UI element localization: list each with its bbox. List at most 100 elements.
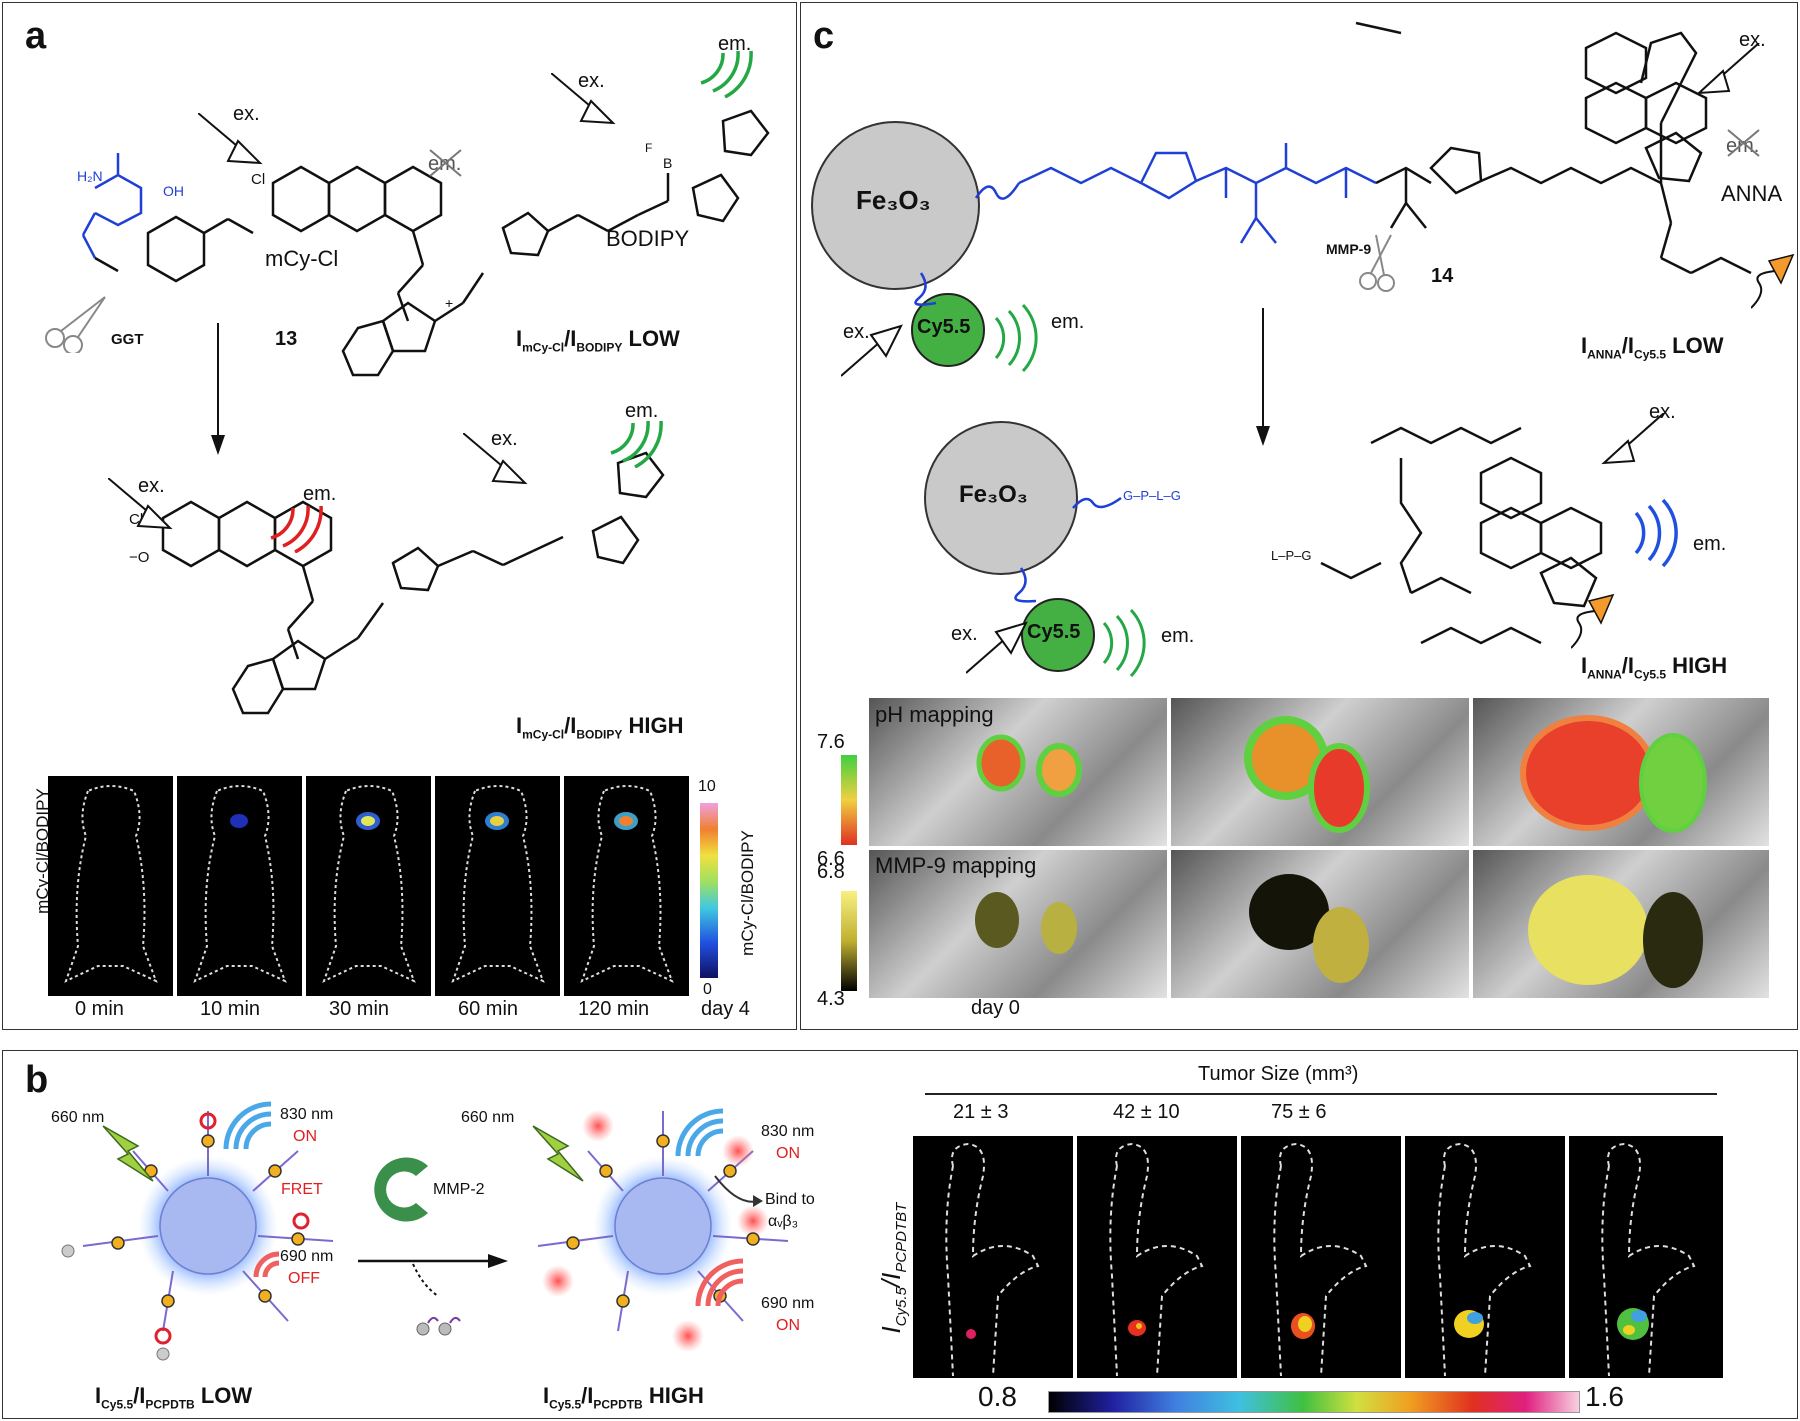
- ph-map-frame-0: [869, 698, 1167, 846]
- mouse-frame: [48, 776, 173, 996]
- reaction-arrow-b: [358, 1254, 508, 1297]
- reaction-arrow-c: [1256, 308, 1270, 446]
- on-label-3: ON: [776, 1317, 800, 1334]
- tumor-size-header: Tumor Size (mm³): [1198, 1063, 1359, 1085]
- mouse-frame: [1077, 1136, 1237, 1378]
- mouse-frame: [1569, 1136, 1723, 1378]
- mouse-frame: [1241, 1136, 1401, 1378]
- compound-14-label: 14: [1431, 265, 1454, 287]
- colorbar-a-label: mCy-Cl/BODIPY: [738, 830, 757, 956]
- ex-label-c3: ex.: [951, 623, 978, 645]
- time-label-1: 10 min: [200, 998, 261, 1020]
- bind-to-label: Bind to: [765, 1191, 815, 1208]
- product-structure-c: [1320, 426, 1603, 645]
- emission-830-icon-2: [675, 1108, 724, 1157]
- imaging-strip-b: [913, 1136, 1723, 1378]
- lpg-label: L–P–G: [1271, 548, 1312, 563]
- green-emission-waves-2: [610, 420, 663, 468]
- colorbar-a-min: 0: [703, 981, 712, 998]
- emission-690-icon-1: [253, 1251, 280, 1278]
- plus-label: +: [445, 295, 454, 311]
- quench-cross-icon-c: [1727, 129, 1760, 157]
- day-0-label: day 0: [971, 997, 1020, 1019]
- anna-label: ANNA: [1721, 181, 1783, 206]
- nanoparticle-low: [61, 1111, 334, 1361]
- ratio-high-a: ImCy-Cl/IBODIPY HIGH: [516, 713, 684, 742]
- blue-emission-waves: [1634, 498, 1678, 568]
- ex-label-1: ex.: [233, 103, 260, 125]
- oh-label: OH: [163, 183, 184, 199]
- panel-a-letter: a: [25, 15, 47, 57]
- nanoparticle-high: [537, 1110, 789, 1352]
- colorbar-a: [700, 803, 718, 978]
- cy55-label-top: Cy5.5: [917, 316, 971, 338]
- em-label-c4: em.: [1693, 533, 1727, 555]
- ex-label-4: ex.: [491, 428, 518, 450]
- linker-top: [914, 21, 1752, 306]
- f-label: F: [645, 141, 653, 155]
- ex-label-c4: ex.: [1649, 401, 1676, 423]
- ratio-low-c: IANNA/ICy5.5 LOW: [1581, 333, 1724, 362]
- ex-arrow-4: [463, 433, 528, 485]
- tumor-size-0: 21 ± 3: [953, 1101, 1009, 1123]
- fe3o3-nanoparticle-top: [811, 121, 980, 290]
- ex-arrow-2: [551, 73, 616, 125]
- product-structure-a: [161, 451, 665, 715]
- mcy-cl-label: mCy-Cl: [265, 246, 339, 271]
- panel-a: a: [2, 2, 797, 1030]
- avb3-label: αᵥβ₃: [768, 1213, 799, 1230]
- mmp9-map-frame-1: [1171, 850, 1469, 998]
- scissors-icon-mmp9: [1359, 234, 1395, 292]
- linker-bottom: [1014, 496, 1122, 603]
- cy55-label-bottom: Cy5.5: [1027, 621, 1081, 643]
- bind-arrow-icon: [714, 1175, 763, 1207]
- scissors-icon-ggt: [45, 296, 106, 353]
- compound-13-label: 13: [275, 328, 298, 350]
- panel-c: c Fe₃O₃ Cy5.5: [800, 2, 1798, 1030]
- ex-arrow-c1: [1696, 43, 1760, 95]
- ph-colorbar-max: 7.6: [817, 731, 845, 753]
- fret-label: FRET: [281, 1181, 323, 1198]
- b-label: B: [663, 155, 673, 171]
- nm660-label-2: 660 nm: [461, 1109, 515, 1126]
- quench-cross-icon: [429, 149, 462, 177]
- nh2-label: H₂N: [77, 168, 103, 184]
- cleaved-fragments-icon: [416, 1317, 461, 1336]
- nm830-label-1: 830 nm: [280, 1106, 334, 1123]
- mmp2-enzyme-icon: [374, 1157, 428, 1222]
- ex-arrow-1: [198, 113, 263, 165]
- nm690-label-2: 690 nm: [761, 1295, 815, 1312]
- scale-b-max: 1.6: [1585, 1381, 1624, 1412]
- ph-mapping-title: pH mapping: [875, 702, 994, 727]
- ex-arrow-3: [108, 478, 173, 530]
- bodipy-label: BODIPY: [606, 226, 690, 251]
- mouse-frame: [1405, 1136, 1565, 1378]
- mouse-frame: [177, 776, 302, 996]
- ph-colorbar: [841, 755, 857, 845]
- mmp9-map-frame-0: [869, 850, 1167, 998]
- mouse-frame: [913, 1136, 1073, 1378]
- nm830-label-2: 830 nm: [761, 1123, 815, 1140]
- imaging-strip-a: [48, 776, 693, 996]
- cl-label-top: Cl: [251, 171, 266, 188]
- em-label-green-bottom: em.: [625, 400, 659, 422]
- em-label-red: em.: [303, 483, 337, 505]
- mmp9-colorbar: [841, 891, 857, 991]
- cy55-dot-bottom: [1021, 598, 1095, 672]
- time-label-day4: day 4: [701, 998, 750, 1020]
- mouse-frame: [564, 776, 689, 996]
- emission-830-icon-1: [223, 1101, 272, 1150]
- ph-colorbar-min: 6.6: [817, 848, 845, 870]
- ggt-label: GGT: [111, 331, 144, 348]
- fe3o3-nanoparticle-bottom: [924, 421, 1078, 575]
- ex-arrow-c3: [966, 621, 1028, 674]
- o-minus-label: −O: [129, 549, 150, 566]
- fe3o3-label-bottom: Fe₃O₃: [959, 481, 1028, 508]
- ratio-low-b: ICy5.5/IPCPDTB LOW: [95, 1383, 253, 1412]
- mmp9-map-frame-2: [1473, 850, 1769, 998]
- mmp9-colorbar-min: 4.3: [817, 988, 845, 1010]
- ex-arrow-c2: [841, 324, 903, 377]
- green-emission-waves-c2: [1102, 608, 1146, 678]
- nm660-label-1: 660 nm: [51, 1109, 105, 1126]
- ex-label-c1: ex.: [1739, 29, 1766, 51]
